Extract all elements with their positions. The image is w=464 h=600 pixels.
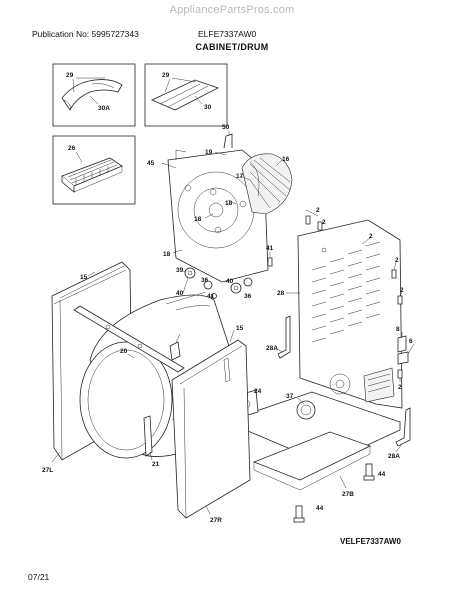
inset-top-middle: 29 30	[144, 63, 228, 127]
leveling-feet: 44 44	[293, 463, 386, 523]
drum-rollers: 39 40 36 36 40 41	[176, 267, 253, 300]
callout-20: 20	[120, 348, 128, 355]
heater-housing: 16 17	[236, 153, 293, 215]
callout-18: 18	[163, 251, 171, 258]
callout-37: 37	[286, 393, 294, 400]
callout-36: 36	[244, 293, 252, 300]
callout-2: 2	[322, 219, 326, 226]
callout-19: 19	[205, 149, 213, 156]
callout-2: 2	[316, 207, 320, 214]
callout-27r: 27R	[210, 517, 222, 524]
callout-44: 44	[378, 471, 386, 478]
callout-30a: 30A	[98, 105, 110, 112]
callout-45: 45	[147, 160, 155, 167]
model-number: ELFE7337AW0	[198, 29, 257, 39]
rear-bulkhead: 45 50 19 18 18 18	[147, 124, 269, 283]
callout-50: 50	[222, 124, 230, 131]
callout-2: 2	[400, 287, 404, 294]
callout-30: 30	[204, 104, 212, 111]
callout-29: 29	[162, 72, 170, 79]
callout-27b: 27B	[342, 491, 354, 498]
callout-39: 39	[176, 267, 184, 274]
callout-28: 28	[277, 290, 285, 297]
side-strip-left: 28A	[266, 315, 291, 359]
inset-filter: 26	[52, 135, 136, 205]
callout-41: 41	[266, 245, 274, 252]
callout-24: 24	[254, 388, 262, 395]
footer-date: 07/21	[28, 572, 50, 582]
callout-6: 6	[409, 338, 413, 345]
callout-40: 40	[176, 290, 184, 297]
callout-40: 40	[226, 278, 234, 285]
callout-41: 41	[207, 293, 215, 300]
callout-28a: 28A	[388, 453, 400, 460]
callout-36: 36	[201, 277, 209, 284]
inset-top-left: 29 30A	[52, 63, 136, 127]
diagram-code: VELFE7337AW0	[340, 537, 401, 546]
callout-15: 15	[236, 325, 244, 332]
callout-44: 44	[316, 505, 324, 512]
side-strip-right: 28A	[388, 407, 411, 460]
callout-18: 18	[194, 216, 202, 223]
drum-bracket	[73, 305, 185, 373]
callout-15: 15	[80, 274, 88, 281]
callout-2: 2	[398, 384, 402, 391]
publication-number: Publication No: 5995727343	[32, 29, 139, 39]
callout-27l: 27L	[42, 467, 53, 474]
section-title: CABINET/DRUM	[195, 42, 269, 52]
callout-17: 17	[236, 173, 244, 180]
callout-18: 18	[225, 200, 233, 207]
callout-2: 2	[395, 257, 399, 264]
callout-26: 26	[68, 145, 76, 152]
right-side-panel: 15 27R	[171, 325, 251, 524]
screw-41: 41	[266, 245, 274, 267]
callout-8: 8	[396, 326, 400, 333]
callout-2: 2	[369, 233, 373, 240]
callout-21: 21	[152, 461, 160, 468]
base-pan: 24 37 27B	[234, 388, 402, 498]
callout-29: 29	[66, 72, 74, 79]
site-watermark: AppliancePartsPros.com	[169, 4, 295, 16]
callout-28a: 28A	[266, 345, 278, 352]
screws-2: 2 2 2 2 2	[305, 207, 404, 391]
brackets-8-6: 8 6	[396, 326, 415, 365]
front-strip-21: 21	[143, 415, 160, 468]
callout-16: 16	[282, 156, 290, 163]
rear-panel: 28 2	[277, 219, 403, 409]
